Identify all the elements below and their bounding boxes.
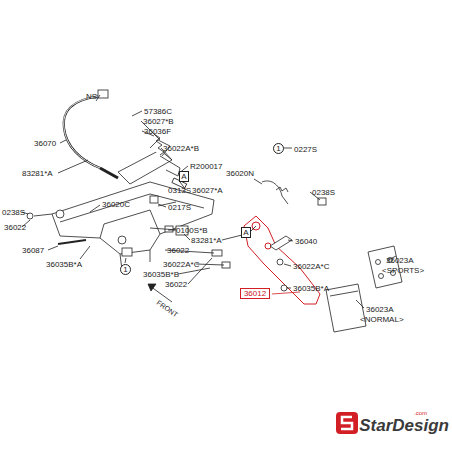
callout-number: 36022A*C — [293, 262, 329, 271]
callout-number: 36087 — [22, 246, 44, 255]
callout-number: 36022A*C — [163, 260, 199, 269]
direction-label: FRONT — [155, 298, 180, 319]
callout-number: 36022 — [165, 280, 187, 289]
logo-domain: .com — [414, 410, 427, 417]
callout-number: 36022 — [167, 246, 189, 255]
callout-number: 83281*A — [22, 169, 53, 178]
callout-number: 0313S — [168, 186, 191, 195]
callout-number: 36027*B — [143, 117, 174, 126]
node-text: A — [181, 172, 186, 181]
callout-number: 57386C — [144, 107, 172, 116]
callout-number: 36020N — [226, 169, 254, 178]
callout-number: R200017 — [190, 162, 222, 171]
callout-number: 36022 — [4, 223, 26, 232]
callout-number: 36023A — [386, 256, 414, 265]
callout-number: 0238S — [2, 208, 25, 217]
node-text: 36012 — [244, 289, 266, 298]
callout-number: 36070 — [34, 139, 56, 148]
callout-number: 83281*A — [191, 236, 222, 245]
callout-number: NS — [86, 92, 97, 101]
callout-number: <SPORTS> — [382, 266, 424, 275]
callout-number: 36027*A — [192, 186, 223, 195]
callout-number: 36040 — [295, 237, 317, 246]
node-text: 1 — [123, 265, 127, 274]
logo-icon — [336, 412, 358, 434]
reference-box: A — [179, 171, 189, 182]
callout-number: 36035B*B — [143, 270, 179, 279]
node-text: 1 — [276, 144, 280, 153]
callout-number: 36036F — [144, 127, 171, 136]
node-text: A — [243, 228, 248, 237]
callout-number: 0238S — [312, 188, 335, 197]
logo-text: StarDesign — [359, 416, 449, 436]
callout-number: 0100S*B — [176, 226, 208, 235]
callout-number: 36020C — [102, 200, 130, 209]
callout-number: 36035B*A — [46, 260, 82, 269]
callout-number: 0217S — [168, 203, 191, 212]
callout-number: 36035B*A — [293, 284, 329, 293]
circled-number: 1 — [273, 143, 284, 154]
reference-box: A — [241, 227, 251, 238]
callout-number: <NORMAL> — [360, 315, 404, 324]
highlighted-part-box: 36012 — [240, 288, 270, 299]
callout-number: 36023A — [366, 305, 394, 314]
callout-number: 0227S — [294, 145, 317, 154]
circled-number: 1 — [120, 264, 131, 275]
callout-number: 36022A*B — [163, 144, 199, 153]
